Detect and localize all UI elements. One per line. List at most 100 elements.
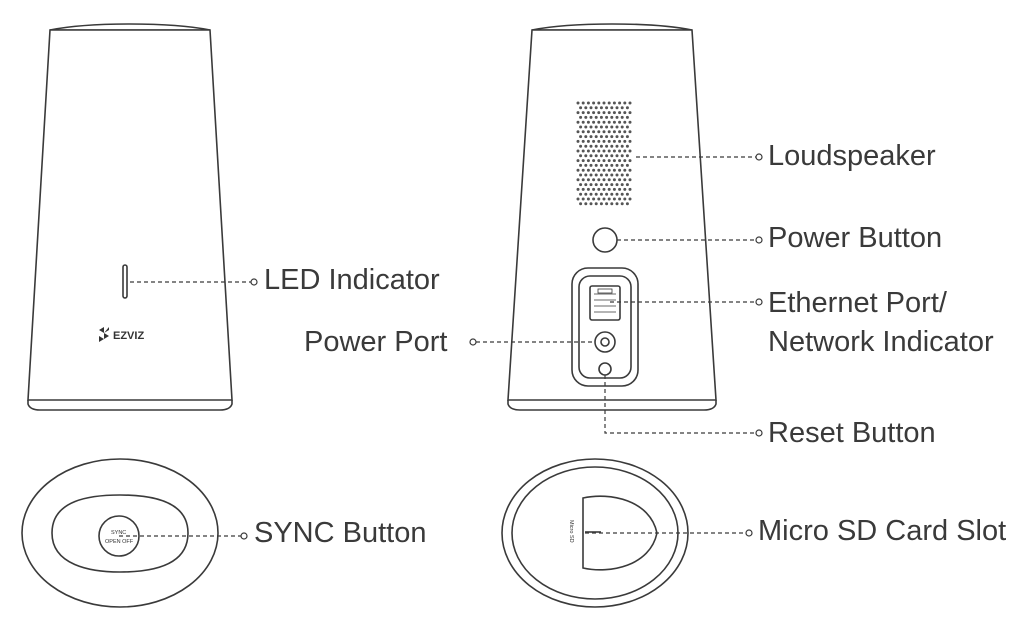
speaker-hole [589, 183, 593, 187]
speaker-hole [605, 192, 609, 196]
speaker-hole [605, 154, 609, 158]
speaker-hole [594, 115, 598, 119]
speaker-hole [597, 159, 601, 163]
speaker-hole [607, 187, 611, 191]
speaker-hole [589, 106, 593, 110]
speaker-hole [581, 168, 585, 172]
speaker-hole [584, 125, 588, 129]
speaker-hole [607, 168, 611, 172]
speaker-hole [589, 202, 593, 206]
speaker-hole [623, 197, 627, 201]
reset-button-label: Reset Button [768, 417, 936, 449]
speaker-hole [592, 178, 596, 182]
speaker-hole [615, 154, 619, 158]
speaker-hole [625, 144, 629, 148]
speaker-hole [615, 173, 619, 177]
speaker-hole [597, 111, 601, 115]
speaker-hole [599, 202, 603, 206]
speaker-hole [599, 163, 603, 167]
speaker-hole [581, 101, 585, 105]
speaker-hole [615, 115, 619, 119]
speaker-hole [594, 135, 598, 139]
speaker-hole [576, 178, 580, 182]
speaker-hole [618, 101, 622, 105]
speaker-hole [618, 178, 622, 182]
speaker-hole [597, 187, 601, 191]
speaker-hole [592, 120, 596, 124]
speaker-hole [625, 106, 629, 110]
speaker-hole [592, 187, 596, 191]
micro-sd-slot-label: Micro SD Card Slot [758, 515, 1007, 547]
speaker-hole [599, 144, 603, 148]
speaker-hole [602, 120, 606, 124]
speaker-hole [605, 106, 609, 110]
speaker-hole [589, 115, 593, 119]
speaker-hole [589, 125, 593, 129]
speaker-hole [576, 139, 580, 143]
speaker-hole [594, 144, 598, 148]
speaker-hole [620, 192, 624, 196]
speaker-hole [618, 197, 622, 201]
speaker-hole [612, 101, 616, 105]
speaker-hole [581, 187, 585, 191]
speaker-hole [628, 178, 632, 182]
speaker-hole [576, 111, 580, 115]
speaker-hole [625, 115, 629, 119]
speaker-hole [612, 197, 616, 201]
leader-lines [119, 156, 756, 537]
speaker-hole [581, 178, 585, 182]
speaker-hole [594, 163, 598, 167]
speaker-hole [610, 192, 614, 196]
speaker-hole [607, 149, 611, 153]
speaker-hole [579, 115, 583, 119]
speaker-hole [584, 202, 588, 206]
speaker-hole [602, 178, 606, 182]
speaker-hole [625, 202, 629, 206]
ezviz-logo: EZVIZ [99, 327, 144, 342]
speaker-hole [576, 120, 580, 124]
speaker-hole [579, 154, 583, 158]
reset-leader-line [604, 375, 756, 434]
speaker-hole [618, 159, 622, 163]
speaker-hole [592, 101, 596, 105]
speaker-hole [615, 144, 619, 148]
speaker-hole [602, 187, 606, 191]
sync-button-label: SYNC Button [254, 517, 427, 549]
speaker-hole [599, 115, 603, 119]
power-button-label: Power Button [768, 222, 943, 254]
speaker-hole [576, 197, 580, 201]
speaker-hole [605, 202, 609, 206]
speaker-hole [625, 192, 629, 196]
speaker-hole [620, 125, 624, 129]
speaker-hole [620, 173, 624, 177]
power-port-label: Power Port [304, 326, 448, 358]
speaker-hole [605, 173, 609, 177]
speaker-hole [599, 183, 603, 187]
speaker-hole [618, 149, 622, 153]
speaker-hole [594, 106, 598, 110]
speaker-hole [599, 125, 603, 129]
speaker-hole [581, 197, 585, 201]
speaker-hole [594, 173, 598, 177]
speaker-hole [597, 197, 601, 201]
sync-text: SYNC [111, 530, 126, 536]
speaker-hole [615, 202, 619, 206]
speaker-hole [605, 115, 609, 119]
speaker-hole [623, 178, 627, 182]
speaker-hole [620, 144, 624, 148]
speaker-hole [586, 130, 590, 134]
speaker-hole [597, 149, 601, 153]
network-indicator-label: Network Indicator [768, 326, 994, 358]
speaker-hole [607, 120, 611, 124]
speaker-hole [612, 168, 616, 172]
speaker-hole [602, 101, 606, 105]
speaker-hole [618, 139, 622, 143]
speaker-hole [584, 154, 588, 158]
speaker-hole [628, 159, 632, 163]
speaker-hole [586, 178, 590, 182]
led-indicator-label: LED Indicator [264, 264, 440, 296]
speaker-hole [623, 159, 627, 163]
speaker-hole [592, 149, 596, 153]
speaker-hole [623, 168, 627, 172]
speaker-hole [592, 139, 596, 143]
